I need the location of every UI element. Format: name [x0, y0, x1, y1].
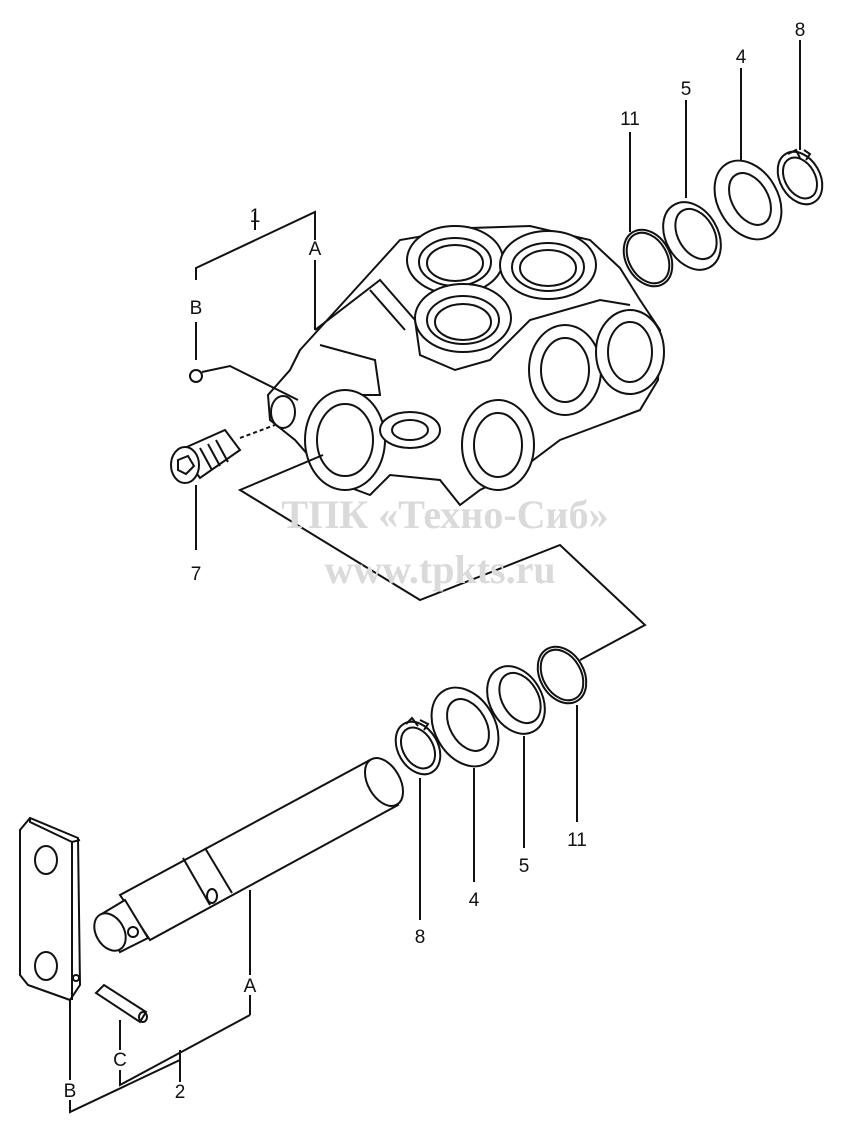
watermark-company: ТПК «Техно-Сиб» — [281, 492, 608, 537]
shaft-part — [93, 757, 404, 954]
label-bottom-oring-11: 11 — [567, 830, 587, 851]
label-top-group: 1 — [250, 206, 261, 227]
side-port-2 — [461, 399, 535, 491]
label-bottom-washer-4: 4 — [469, 890, 480, 911]
label-top-snapring-8: 8 — [795, 20, 806, 41]
label-bottom-snapring-8: 8 — [415, 927, 426, 948]
valve-body — [266, 224, 665, 507]
side-port-4 — [595, 309, 665, 395]
top-snapring-8 — [776, 148, 824, 206]
label-top-ring-5: 5 — [681, 79, 692, 100]
label-top-washer-4: 4 — [736, 47, 747, 68]
label-bottom-ring-5: 5 — [519, 856, 530, 877]
watermark-url: www.tpkts.ru — [324, 547, 555, 592]
side-port-1 — [304, 389, 386, 491]
side-port-3 — [528, 324, 602, 416]
label-plug-7: 7 — [191, 564, 202, 585]
top-ring-5 — [662, 201, 722, 271]
label-top-ref-a: A — [309, 239, 322, 260]
plug-part-7 — [170, 424, 276, 484]
pin-part — [94, 983, 148, 1024]
bottom-oring-11 — [536, 645, 588, 705]
bottom-washer-4 — [430, 686, 500, 768]
label-bottom-ref-c: C — [113, 1050, 127, 1071]
label-top-oring-11: 11 — [620, 109, 640, 130]
ball-part — [189, 369, 203, 383]
lever-plate — [19, 816, 82, 1002]
top-oring-11 — [622, 228, 674, 288]
mounting-boss — [379, 411, 441, 449]
bottom-snapring-8 — [394, 716, 442, 776]
label-bottom-ref-a: A — [244, 976, 257, 997]
top-port-3 — [414, 283, 512, 353]
bottom-ring-5 — [486, 665, 546, 735]
plug-hole — [270, 395, 296, 429]
label-bottom-ref-b: B — [64, 1081, 77, 1102]
top-port-2 — [499, 230, 597, 300]
top-washer-4 — [713, 159, 783, 241]
label-top-ref-b: B — [190, 298, 203, 319]
label-bottom-group-2: 2 — [175, 1082, 186, 1103]
